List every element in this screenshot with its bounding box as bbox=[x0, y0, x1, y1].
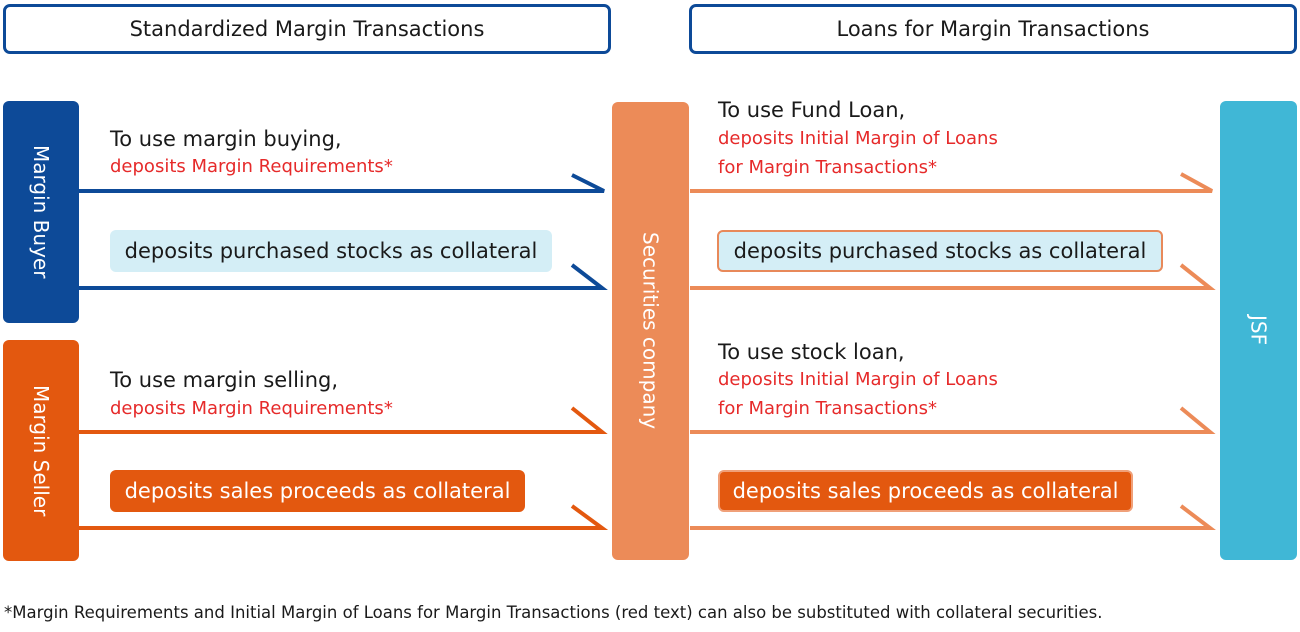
margin-selling-requirement: deposits Margin Requirements* bbox=[110, 398, 393, 419]
buyer-collateral-text: deposits purchased stocks as collateral bbox=[124, 239, 538, 263]
stock-collateral-text: deposits sales proceeds as collateral bbox=[732, 479, 1119, 503]
header-loans-margin: Loans for Margin Transactions bbox=[689, 4, 1297, 54]
margin-selling-text: To use margin selling, bbox=[110, 368, 339, 392]
fund-collateral-text: deposits purchased stocks as collateral bbox=[733, 239, 1147, 263]
securities-arrow-fund bbox=[690, 172, 1213, 193]
fund-loan-margin-line2: for Margin Transactions* bbox=[718, 157, 938, 178]
footnote: *Margin Requirements and Initial Margin … bbox=[4, 603, 1103, 622]
seller-arrow-collateral bbox=[78, 504, 609, 530]
margin-buying-requirement: deposits Margin Requirements* bbox=[110, 156, 393, 177]
fund-loan-text: To use Fund Loan, bbox=[718, 98, 906, 122]
securities-arrow-stock-collateral bbox=[690, 504, 1216, 530]
margin-buying-text: To use margin buying, bbox=[110, 127, 342, 151]
buyer-arrow-margin bbox=[78, 173, 605, 193]
seller-collateral-pill: deposits sales proceeds as collateral bbox=[110, 470, 525, 512]
buyer-collateral-pill: deposits purchased stocks as collateral bbox=[110, 230, 552, 272]
stock-loan-margin-line2: for Margin Transactions* bbox=[718, 398, 938, 419]
header-standardized-margin: Standardized Margin Transactions bbox=[3, 4, 611, 54]
securities-arrow-stock bbox=[690, 406, 1216, 434]
stock-loan-text: To use stock loan, bbox=[718, 340, 905, 364]
securities-arrow-fund-collateral bbox=[690, 263, 1216, 290]
jsf-box: JSF bbox=[1220, 101, 1297, 560]
seller-arrow-margin bbox=[78, 406, 608, 434]
jsf-label: JSF bbox=[1246, 315, 1271, 346]
margin-seller-box: Margin Seller bbox=[3, 340, 79, 561]
seller-collateral-text: deposits sales proceeds as collateral bbox=[124, 479, 511, 503]
securities-company-box: Securities company bbox=[612, 102, 689, 560]
fund-loan-margin-line1: deposits Initial Margin of Loans bbox=[718, 128, 998, 149]
margin-buyer-box: Margin Buyer bbox=[3, 101, 79, 323]
margin-seller-label: Margin Seller bbox=[29, 384, 53, 517]
stock-collateral-pill: deposits sales proceeds as collateral bbox=[718, 470, 1133, 512]
margin-buyer-label: Margin Buyer bbox=[29, 145, 53, 279]
securities-company-label: Securities company bbox=[638, 232, 663, 430]
stock-loan-margin-line1: deposits Initial Margin of Loans bbox=[718, 369, 998, 390]
buyer-arrow-collateral bbox=[78, 263, 608, 290]
fund-collateral-pill: deposits purchased stocks as collateral bbox=[717, 230, 1163, 272]
